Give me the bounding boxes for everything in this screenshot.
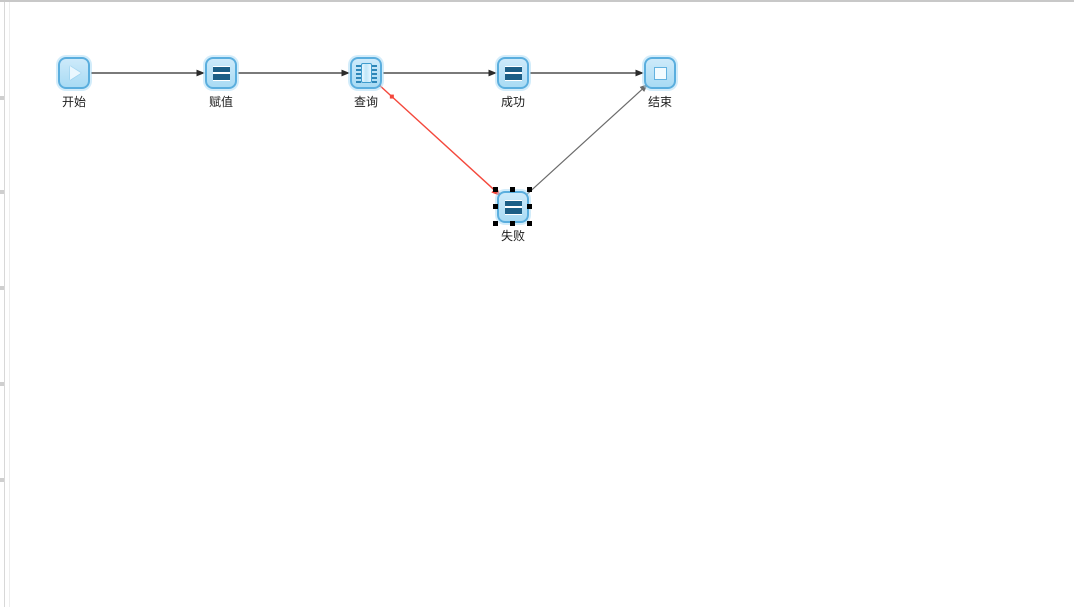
equals-icon xyxy=(504,65,522,81)
node-label-query: 查询 xyxy=(353,95,378,109)
node-shape-assign[interactable] xyxy=(205,57,237,89)
node-label-assign: 赋值 xyxy=(208,95,233,109)
panel-left-border xyxy=(4,2,5,607)
node-shape-end[interactable] xyxy=(644,57,676,89)
resize-handle[interactable] xyxy=(527,221,532,226)
ruler-tick xyxy=(0,478,4,482)
node-shape-query[interactable] xyxy=(350,57,382,89)
ruler-tick xyxy=(0,382,4,386)
resize-handle[interactable] xyxy=(527,187,532,192)
ruler-tick xyxy=(0,286,4,290)
node-label-end: 结束 xyxy=(647,95,672,109)
equals-icon xyxy=(504,199,522,215)
resize-handle[interactable] xyxy=(527,204,532,209)
resize-handle[interactable] xyxy=(510,187,515,192)
node-label-fail: 失败 xyxy=(500,229,525,243)
node-shape-start[interactable] xyxy=(58,57,90,89)
resize-handle[interactable] xyxy=(510,221,515,226)
play-icon xyxy=(70,66,81,80)
node-shape-fail[interactable] xyxy=(497,191,529,223)
toolbar-divider xyxy=(0,0,1074,2)
node-label-success: 成功 xyxy=(500,95,525,109)
panel-left-border-inner xyxy=(9,2,10,607)
node-label-start: 开始 xyxy=(61,95,86,109)
equals-icon xyxy=(212,65,230,81)
chip-icon xyxy=(355,63,377,83)
resize-handle[interactable] xyxy=(493,221,498,226)
node-shape-success[interactable] xyxy=(497,57,529,89)
resize-handle[interactable] xyxy=(493,204,498,209)
stop-icon xyxy=(653,66,667,80)
ruler-tick xyxy=(0,96,4,100)
ruler-tick xyxy=(0,190,4,194)
resize-handle[interactable] xyxy=(493,187,498,192)
